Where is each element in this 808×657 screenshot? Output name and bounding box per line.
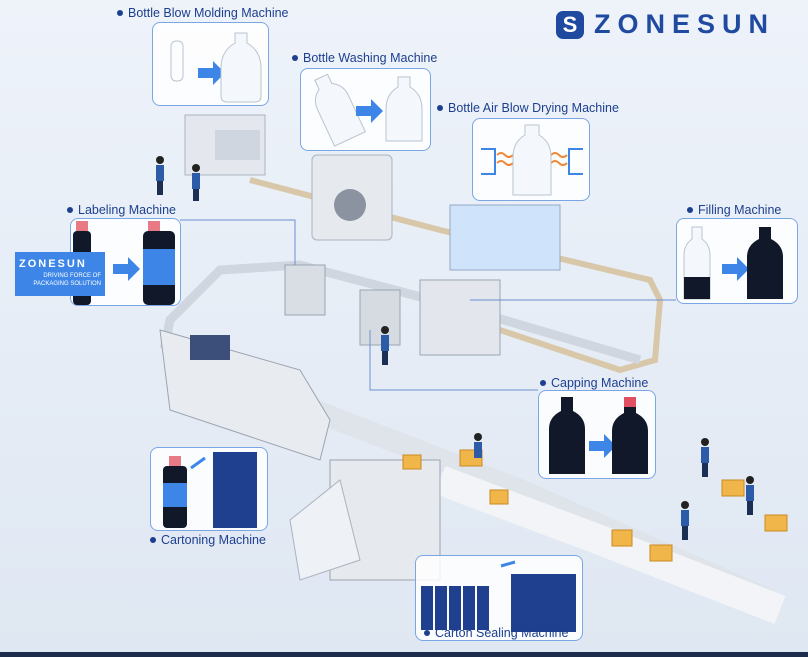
arrow-right-icon: [356, 99, 383, 123]
label-air-blow-drying: Bottle Air Blow Drying Machine: [437, 101, 619, 115]
workers: [156, 156, 754, 540]
label-text: Carton Sealing Machine: [435, 626, 569, 640]
bottom-bar: [0, 652, 808, 657]
label-text: Labeling Machine: [78, 203, 176, 217]
drying-machine: [449, 204, 561, 271]
cartons: [402, 449, 788, 562]
arrow-right-icon: [113, 257, 140, 281]
label-brand: ZONESUN: [19, 258, 87, 270]
filling-machine: [359, 279, 501, 356]
drying-callout: [472, 118, 590, 201]
bullet-icon: [292, 55, 298, 61]
label-text: Cartoning Machine: [161, 533, 266, 547]
arrow-right-icon: [722, 257, 749, 281]
label-carton-sealing: Carton Sealing Machine: [424, 626, 568, 640]
labeling-machine: [284, 264, 326, 316]
arrow-right-icon: [589, 434, 616, 458]
label-text: Bottle Air Blow Drying Machine: [448, 101, 619, 115]
cartoning-machine: [159, 329, 331, 461]
label-cartoning: Cartoning Machine: [150, 533, 266, 547]
label-text: Bottle Washing Machine: [303, 51, 438, 65]
washing-machine: [311, 154, 393, 241]
bullet-icon: [150, 537, 156, 543]
logo-wordmark: ZONESUN: [594, 9, 776, 39]
bullet-icon: [687, 207, 693, 213]
carton-sealing-machine: [289, 459, 441, 581]
capping-callout: [538, 390, 656, 479]
filling-callout: [676, 218, 798, 304]
leader-lines: [180, 219, 676, 391]
blow-molding-machine: [184, 114, 266, 176]
label-text: Bottle Blow Molding Machine: [128, 6, 289, 20]
bullet-icon: [67, 207, 73, 213]
blow-molding-callout: [152, 22, 269, 106]
bullet-icon: [117, 10, 123, 16]
label-capping: Capping Machine: [540, 376, 648, 390]
label-labeling: Labeling Machine: [67, 203, 176, 217]
carton-sealing-callout: [415, 555, 583, 641]
zonesun-logo: S ZONESUN: [556, 9, 775, 40]
washing-callout: [300, 68, 431, 151]
heat-wave-icon: [496, 152, 568, 166]
product-label-panel: ZONESUN DRIVING FORCE OF PACKAGING SOLUT…: [15, 252, 105, 296]
bullet-icon: [424, 630, 430, 636]
label-text: Capping Machine: [551, 376, 649, 390]
bullet-icon: [437, 105, 443, 111]
bullet-icon: [540, 380, 546, 386]
label-blow-molding: Bottle Blow Molding Machine: [117, 6, 289, 20]
label-text: Filling Machine: [698, 203, 782, 217]
label-slogan-line1: DRIVING FORCE OF: [43, 273, 101, 279]
cartoning-callout: [150, 447, 268, 531]
label-washing: Bottle Washing Machine: [292, 51, 437, 65]
logo-mark-icon: S: [556, 10, 584, 39]
arrow-right-icon: [198, 61, 225, 85]
label-filling: Filling Machine: [687, 203, 781, 217]
label-slogan-line2: PACKAGING SOLUTION: [33, 281, 101, 287]
